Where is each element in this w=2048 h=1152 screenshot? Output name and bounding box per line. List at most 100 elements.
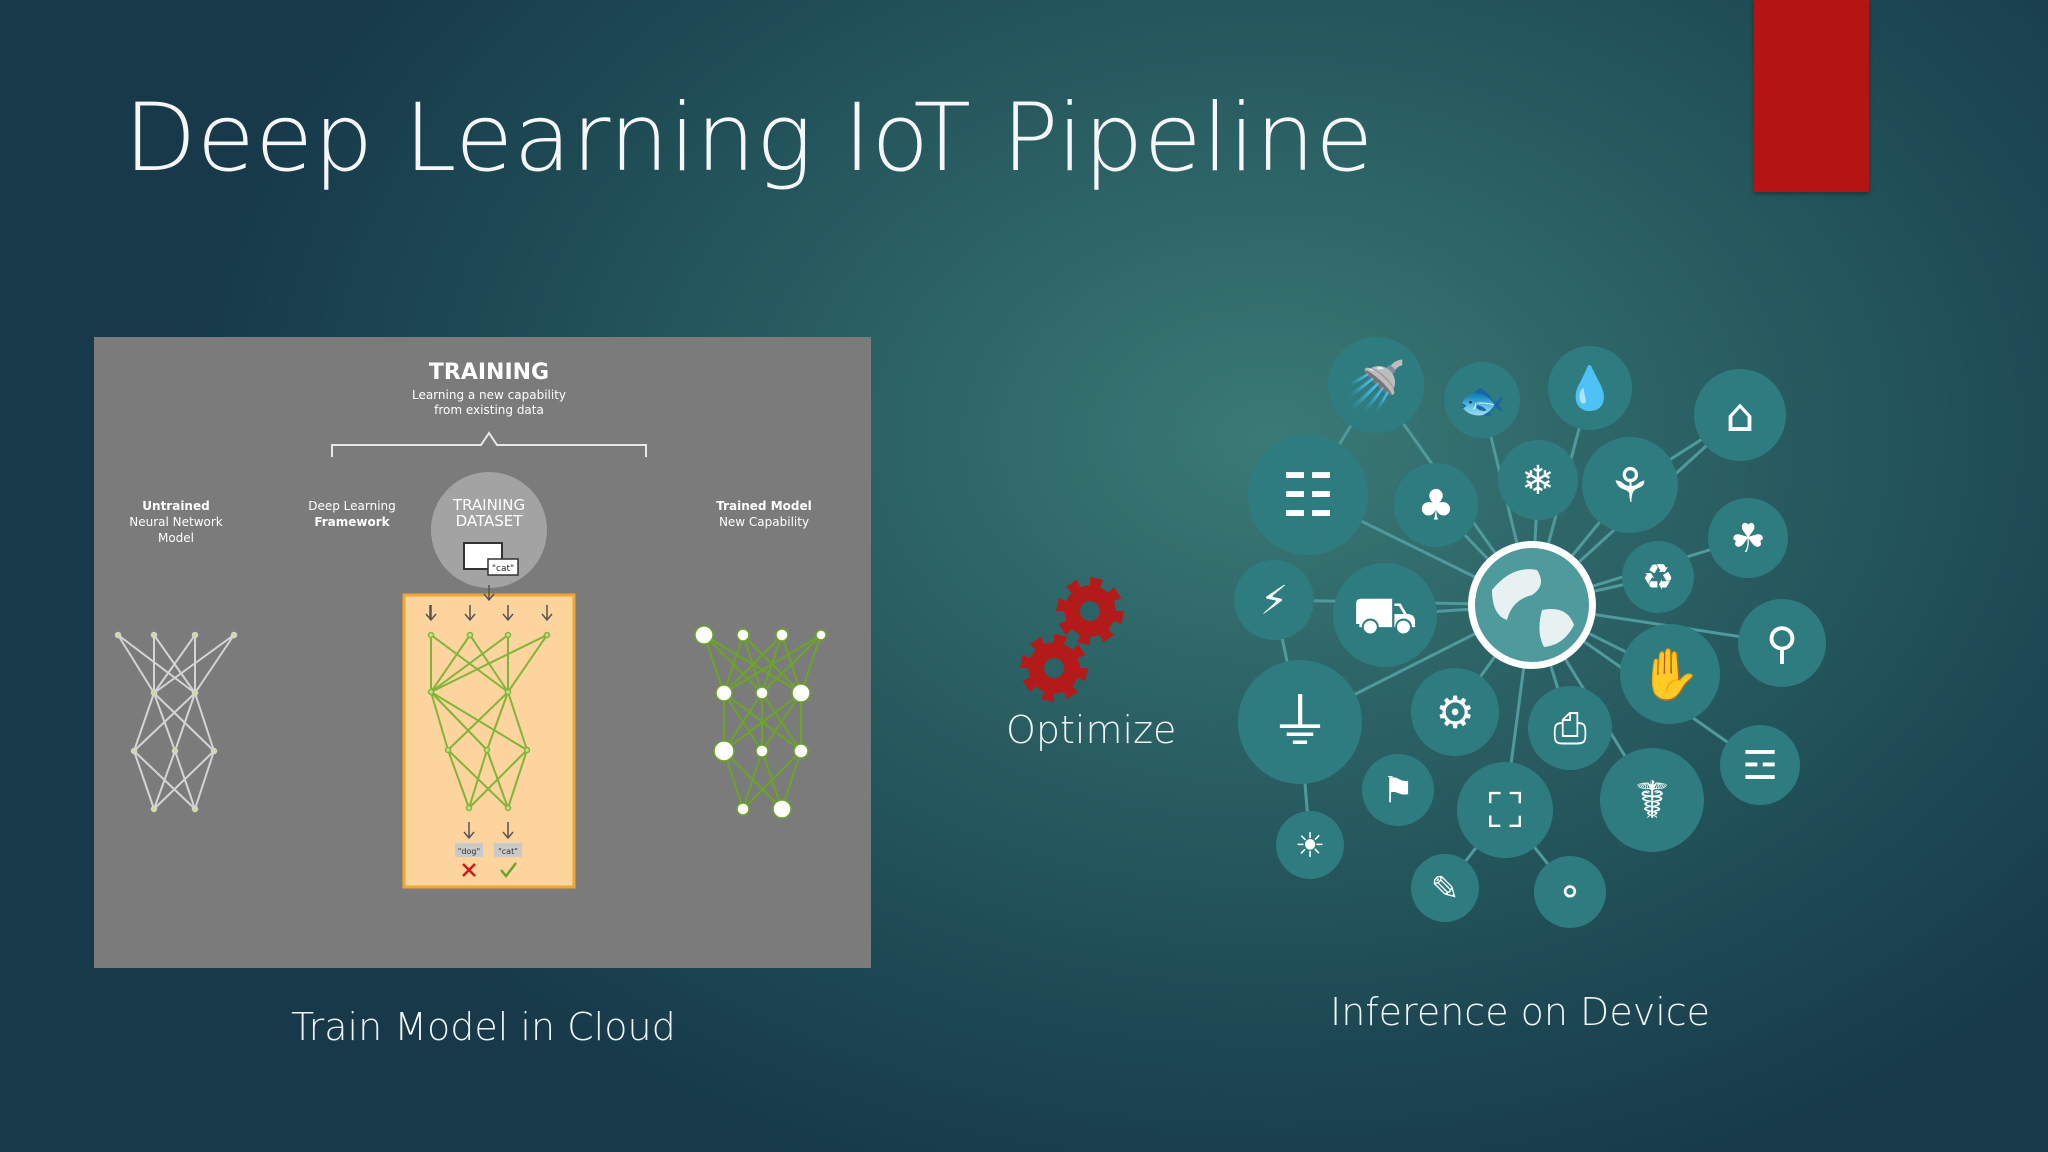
network-node <box>755 686 769 700</box>
network-node <box>191 631 199 639</box>
network-node <box>171 747 179 755</box>
svg-text:❄: ❄ <box>1521 458 1555 504</box>
framework-label-2: Framework <box>314 515 390 529</box>
svg-text:⚘: ⚘ <box>1608 458 1651 514</box>
network-edge <box>761 634 822 694</box>
network-node <box>444 746 452 754</box>
network-edge <box>723 692 763 752</box>
optimize-label: Optimize <box>1006 708 1177 752</box>
network-edge <box>486 691 509 751</box>
watering-can-icon: 🚿 <box>1328 337 1424 433</box>
car-icon: ⛟ <box>1333 563 1437 667</box>
network-node <box>427 688 435 696</box>
network-node <box>694 625 714 645</box>
svg-text:💧: 💧 <box>1564 364 1616 413</box>
pencil-icon: ✎ <box>1411 854 1479 922</box>
network-node <box>504 631 512 639</box>
accent-bar <box>1754 0 1869 192</box>
network-edge <box>507 634 548 693</box>
untrained-network <box>114 631 238 813</box>
network-node <box>230 631 238 639</box>
plug-icon: ⏚ <box>1238 660 1362 784</box>
framework-network <box>427 631 551 812</box>
lightning-icon: ⚡ <box>1234 560 1314 640</box>
network-edge <box>194 692 215 752</box>
network-edge <box>742 750 763 810</box>
network-edge <box>153 634 196 694</box>
network-edge <box>781 750 802 810</box>
recycle-heart-icon: ♻ <box>1622 541 1694 613</box>
network-edge <box>430 634 471 693</box>
svg-text:☀: ☀ <box>1295 826 1325 866</box>
framework-label-1: Deep Learning <box>308 499 396 513</box>
dataset-tag-text: "cat" <box>492 564 514 574</box>
printer-icon: ⎙ <box>1528 686 1612 770</box>
trained-network <box>694 625 827 819</box>
network-node <box>772 799 792 819</box>
water-drops-icon: 💧 <box>1548 346 1632 430</box>
tshirt-icon: ☲ <box>1720 725 1800 805</box>
svg-text:⎙: ⎙ <box>1553 704 1587 753</box>
network-node <box>191 805 199 813</box>
network-edge <box>468 749 528 809</box>
network-edge <box>430 691 449 751</box>
trained-label-1: Trained Model <box>716 499 811 513</box>
network-node <box>466 631 474 639</box>
svg-text:🐟: 🐟 <box>1458 378 1505 422</box>
dataset-label-2: DATASET <box>456 512 524 530</box>
svg-text:🚿: 🚿 <box>1346 358 1406 414</box>
clover-icon: ☘ <box>1708 498 1788 578</box>
gears-icon <box>1020 577 1124 702</box>
snowflake-icon: ❄ <box>1498 440 1578 520</box>
caption-train: Train Model in Cloud <box>291 1005 676 1049</box>
svg-text:⚙: ⚙ <box>1435 687 1474 738</box>
network-edge <box>723 692 802 752</box>
training-heading: TRAINING <box>429 360 549 385</box>
network-edge <box>723 634 822 694</box>
network-edge <box>133 750 155 810</box>
network-node <box>114 631 122 639</box>
output-tag-dog-text: "dog" <box>458 847 480 856</box>
network-edge <box>507 749 528 809</box>
network-node <box>793 743 809 759</box>
fish-icon: 🐟 <box>1444 362 1520 438</box>
svg-text:☤: ☤ <box>1635 771 1670 831</box>
gear-hole <box>1080 601 1100 621</box>
network-node <box>815 629 827 641</box>
network-node <box>483 746 491 754</box>
caption-inference: Inference on Device <box>1330 990 1711 1034</box>
bicycle-icon: ⚲ <box>1738 599 1826 687</box>
network-node <box>791 683 811 703</box>
network-edge <box>447 691 509 751</box>
bracket <box>331 431 647 457</box>
output-arrows <box>463 822 514 840</box>
output-tag-dog <box>455 843 483 857</box>
network-edge <box>194 634 235 694</box>
network-node <box>543 631 551 639</box>
gear-hole <box>1044 658 1064 678</box>
network-edge <box>153 750 215 810</box>
slide-title: Deep Learning IoT Pipeline <box>124 84 1374 193</box>
network-edge <box>507 691 528 751</box>
flag-icon: ⚑ <box>1362 754 1434 826</box>
svg-text:✋: ✋ <box>1639 646 1701 704</box>
network-node <box>150 689 158 697</box>
svg-text:⛟: ⛟ <box>1352 586 1417 646</box>
gear-icon <box>1020 634 1088 702</box>
network-node <box>150 631 158 639</box>
network-edge <box>117 634 196 694</box>
network-edge <box>703 634 725 694</box>
network-edge <box>133 692 155 752</box>
input-arrows <box>425 585 553 622</box>
network-edge <box>447 749 470 809</box>
shopping-bag-icon: ⛶ <box>1457 762 1553 858</box>
trained-label-2: New Capability <box>719 515 809 529</box>
untrained-label-2: Neural Network <box>129 515 223 529</box>
svg-text:⛶: ⛶ <box>1488 783 1522 839</box>
network-edge <box>153 750 176 810</box>
svg-text:☘: ☘ <box>1730 516 1766 562</box>
globe-icon <box>1468 541 1596 669</box>
handprint-icon: ✋ <box>1620 624 1720 724</box>
network-edge <box>430 691 488 751</box>
network-edge <box>468 749 488 809</box>
